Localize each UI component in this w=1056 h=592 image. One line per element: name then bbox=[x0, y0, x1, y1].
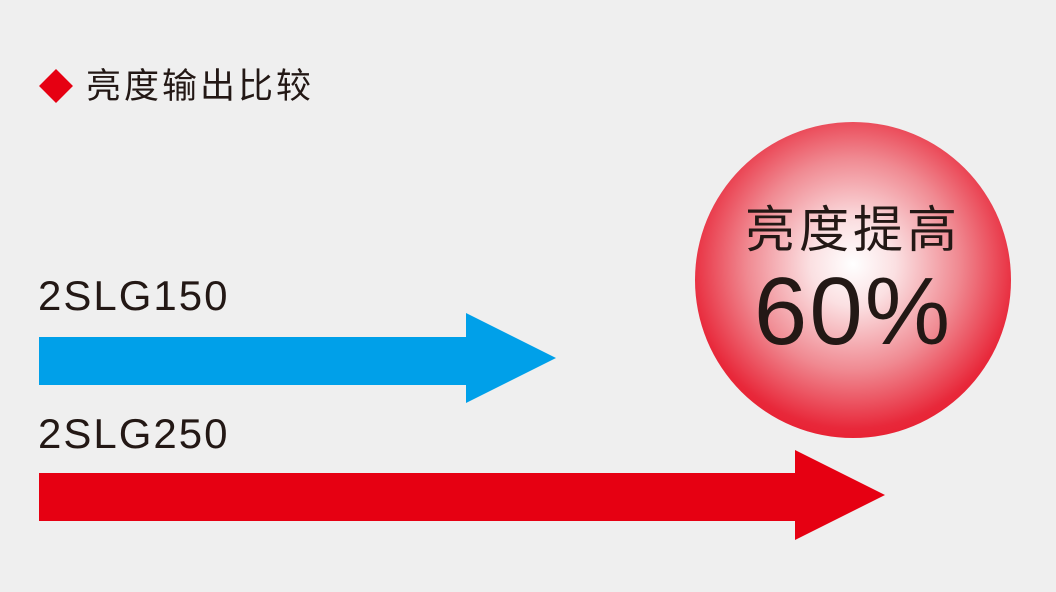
product-label-2slg150: 2SLG150 bbox=[38, 272, 230, 319]
brightness-increase-badge: 亮度提高 60% bbox=[695, 122, 1011, 438]
badge-heading: 亮度提高 bbox=[745, 201, 961, 259]
section-title: 亮度输出比较 bbox=[86, 67, 315, 107]
product-label-2slg250: 2SLG250 bbox=[38, 410, 230, 457]
arrow-2slg150 bbox=[39, 313, 556, 403]
badge-percent: 60% bbox=[753, 258, 953, 365]
arrow-2slg250 bbox=[39, 450, 885, 540]
